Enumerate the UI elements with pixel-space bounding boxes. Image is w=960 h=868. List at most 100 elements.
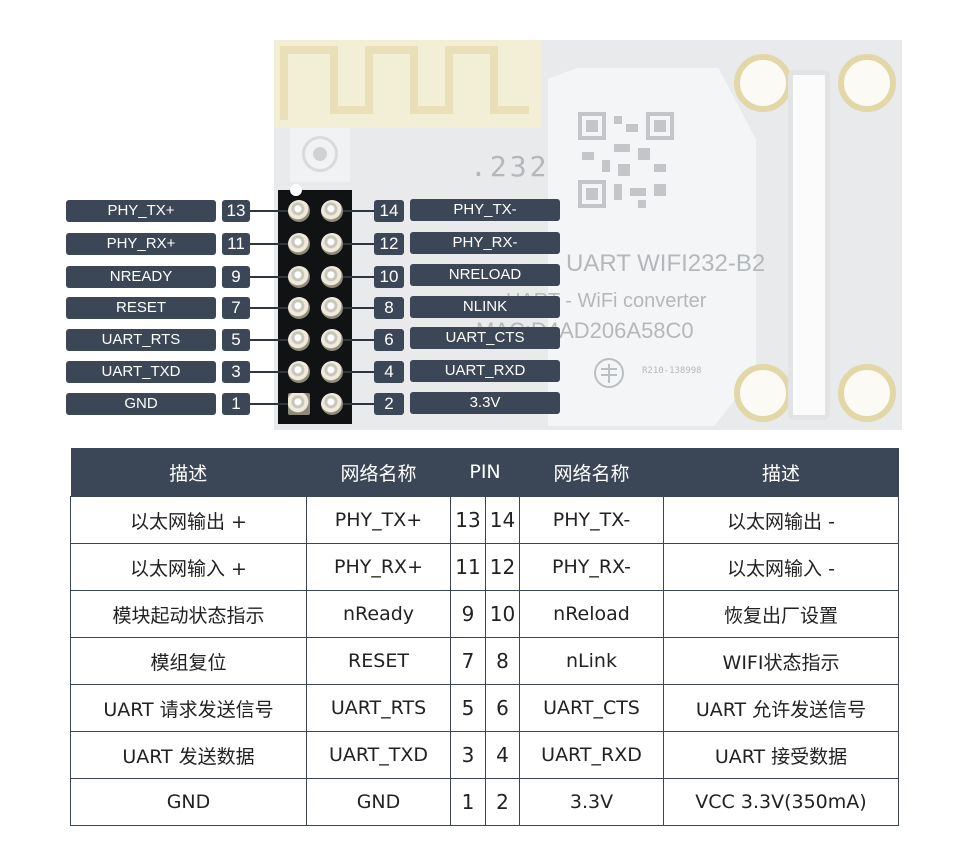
pin-label-12: PHY_RX- (410, 232, 560, 254)
pin-label-14: PHY_TX- (410, 199, 560, 221)
leader-line-left (250, 307, 288, 309)
silkscreen-model: UART WIFI232-B2 (566, 250, 766, 277)
cell-desc-left: UART 请求发送信号 (70, 684, 307, 732)
pin-number-4: 4 (374, 361, 404, 383)
leader-line-left (250, 210, 288, 212)
ipex-ring (302, 136, 338, 172)
silkscreen-232: .232 (470, 150, 550, 183)
cell-net-right: PHY_RX- (519, 543, 664, 591)
leader-line-right (343, 339, 374, 341)
cell-pin-right: 8 (485, 637, 520, 685)
pin-label-1: GND (66, 393, 216, 415)
leader-line-right (343, 276, 374, 278)
mounting-hole (734, 54, 792, 112)
pin-label-6: UART_CTS (410, 327, 560, 349)
header-pin-even (321, 266, 343, 288)
pin-number-2: 2 (374, 393, 404, 415)
pin-number-1: 1 (222, 393, 250, 415)
pin-label-5: UART_RTS (66, 329, 216, 351)
cell-pin-right: 14 (485, 496, 520, 544)
header-pin-odd (288, 233, 310, 255)
header-pin-even (321, 233, 343, 255)
leader-line-right (343, 371, 374, 373)
cell-pin-right: 2 (485, 778, 520, 826)
ipex-center (313, 147, 327, 161)
cell-net-right: UART_RXD (519, 731, 664, 779)
cell-desc-right: UART 允许发送信号 (663, 684, 899, 732)
pin-number-6: 6 (374, 329, 404, 351)
cell-desc-left: UART 发送数据 (70, 731, 307, 779)
pin-label-10: NRELOAD (410, 264, 560, 286)
pin-label-8: NLINK (410, 296, 560, 318)
cell-net-left: RESET (306, 637, 451, 685)
cell-pin-right: 6 (485, 684, 520, 732)
header-pin-odd (288, 297, 310, 319)
leader-line-left (250, 243, 288, 245)
pin-label-4: UART_RXD (410, 360, 560, 382)
edge-slot (788, 70, 830, 420)
cell-desc-left: 以太网输入 + (70, 543, 307, 591)
pin1-marker (290, 184, 302, 196)
leader-line-right (343, 307, 374, 309)
cell-net-right: nLink (519, 637, 664, 685)
pin-number-14: 14 (374, 200, 404, 222)
pin-label-2: 3.3V (410, 392, 560, 414)
cell-net-left: nReady (306, 590, 451, 638)
leader-line-right (343, 243, 374, 245)
cell-desc-right: UART 接受数据 (663, 731, 899, 779)
cell-pin-right: 4 (485, 731, 520, 779)
cell-desc-right: WIFI状态指示 (663, 637, 899, 685)
cell-desc-left: 模块起动状态指示 (70, 590, 307, 638)
header-pin-even (321, 297, 343, 319)
cell-desc-left: GND (70, 778, 307, 826)
header-pin-odd (288, 361, 310, 383)
cell-net-left: PHY_RX+ (306, 543, 451, 591)
leader-line-right (343, 403, 374, 405)
pin-number-3: 3 (222, 361, 250, 383)
silkscreen-cert: R210-138998 (642, 366, 702, 376)
pcb-antenna (274, 40, 542, 128)
cell-pin-left: 7 (450, 637, 486, 685)
pin-number-7: 7 (222, 297, 250, 319)
cell-desc-left: 以太网输出 + (70, 496, 307, 544)
pin-number-9: 9 (222, 266, 250, 288)
header-pin-odd (288, 329, 310, 351)
cell-net-left: GND (306, 778, 451, 826)
mounting-hole (734, 364, 792, 422)
cell-net-left: UART_RTS (306, 684, 451, 732)
header-pin: PIN (450, 448, 520, 497)
header-pin-odd (288, 393, 310, 415)
header-pin-odd (288, 266, 310, 288)
cell-desc-right: 恢复出厂设置 (663, 590, 899, 638)
pin-number-10: 10 (374, 266, 404, 288)
cell-net-right: nReload (519, 590, 664, 638)
cell-pin-left: 1 (450, 778, 486, 826)
leader-line-left (250, 403, 288, 405)
certification-mark-icon (594, 358, 624, 388)
pin-number-13: 13 (222, 200, 250, 222)
pin-number-5: 5 (222, 329, 250, 351)
cell-pin-right: 12 (485, 543, 520, 591)
cell-desc-right: 以太网输出 - (663, 496, 899, 544)
leader-line-left (250, 276, 288, 278)
cell-pin-right: 10 (485, 590, 520, 638)
pin-label-11: PHY_RX+ (66, 233, 216, 255)
header-net-left: 网络名称 (306, 448, 451, 497)
header-pin-even (321, 393, 343, 415)
leader-line-left (250, 339, 288, 341)
ipex-connector (290, 128, 350, 182)
header-desc-right: 描述 (663, 448, 899, 497)
cell-net-right: PHY_TX- (519, 496, 664, 544)
header-desc-left: 描述 (70, 448, 307, 497)
mounting-hole (838, 54, 896, 112)
cell-desc-right: 以太网输入 - (663, 543, 899, 591)
table-header-row: 描述 网络名称 PIN 网络名称 描述 (70, 448, 899, 497)
header-net-right: 网络名称 (519, 448, 664, 497)
cell-net-left: UART_TXD (306, 731, 451, 779)
header-pin-odd (288, 200, 310, 222)
header-pin-even (321, 361, 343, 383)
